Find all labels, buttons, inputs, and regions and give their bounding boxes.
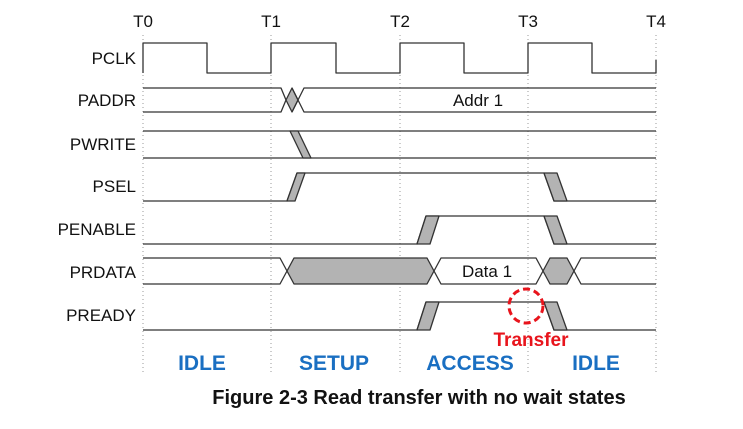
pready-waveform — [143, 301, 656, 331]
figure-caption: Figure 2-3 Read transfer with no wait st… — [212, 387, 625, 409]
paddr-value: Addr 1 — [453, 91, 503, 110]
phase-setup: SETUP — [299, 352, 369, 375]
time-label-t4: T4 — [646, 12, 666, 31]
time-label-t1: T1 — [261, 12, 281, 31]
prdata-waveform — [143, 257, 656, 285]
pwrite-waveform — [143, 130, 656, 159]
paddr-waveform — [143, 87, 656, 113]
penable-waveform — [143, 215, 656, 245]
waveforms — [142, 42, 657, 331]
phase-idle-end: IDLE — [572, 352, 620, 375]
time-label-t2: T2 — [390, 12, 410, 31]
signal-name-psel: PSEL — [93, 177, 136, 196]
time-labels: T0 T1 T2 T3 T4 — [133, 12, 666, 31]
signal-name-pwrite: PWRITE — [70, 135, 136, 154]
signal-name-penable: PENABLE — [58, 220, 136, 239]
phase-idle-start: IDLE — [178, 352, 226, 375]
phase-labels: IDLE SETUP ACCESS IDLE — [178, 352, 620, 375]
signal-names: PCLK PADDR PWRITE PSEL PENABLE PRDATA PR… — [58, 49, 137, 325]
signal-name-paddr: PADDR — [78, 91, 136, 110]
prdata-value: Data 1 — [462, 262, 512, 281]
signal-name-pclk: PCLK — [92, 49, 137, 68]
pclk-waveform — [142, 42, 657, 74]
time-gridlines — [142, 35, 657, 372]
phase-access: ACCESS — [426, 352, 514, 375]
time-label-t0: T0 — [133, 12, 153, 31]
time-label-t3: T3 — [518, 12, 538, 31]
psel-waveform — [143, 172, 656, 202]
transfer-circle — [507, 287, 545, 325]
signal-name-prdata: PRDATA — [70, 263, 137, 282]
transfer-label: Transfer — [494, 330, 570, 351]
signal-name-pready: PREADY — [66, 306, 136, 325]
transfer-marker: Transfer — [494, 287, 570, 351]
bus-values: Addr 1 Data 1 — [453, 91, 512, 281]
